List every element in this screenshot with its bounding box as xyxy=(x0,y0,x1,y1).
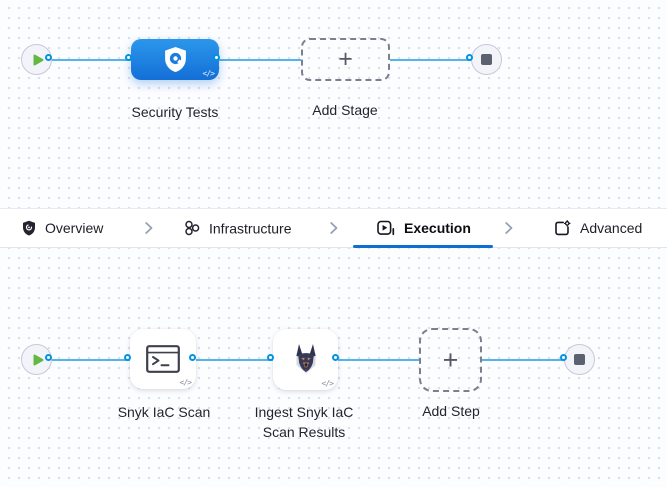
shield-check-icon xyxy=(163,46,188,73)
code-badge-icon: </> xyxy=(179,378,192,387)
add-step-button[interactable]: + xyxy=(419,328,482,392)
connector-point[interactable] xyxy=(332,354,339,361)
tab-overview[interactable]: Overview xyxy=(22,220,103,236)
connector-point[interactable] xyxy=(560,354,567,361)
connector-point[interactable] xyxy=(267,354,274,361)
play-icon xyxy=(33,54,44,66)
add-stage-label: Add Stage xyxy=(312,102,378,118)
stage-label: Security Tests xyxy=(131,104,219,120)
step-card-snyk-iac-scan[interactable]: </> xyxy=(130,329,196,389)
snyk-dog-icon xyxy=(294,343,318,377)
connector-line xyxy=(482,358,566,362)
connector-line xyxy=(390,58,472,62)
plus-icon: + xyxy=(442,344,459,375)
code-badge-icon: </> xyxy=(321,379,334,388)
connector-point[interactable] xyxy=(125,54,132,61)
connector-point[interactable] xyxy=(45,54,52,61)
tab-label: Infrastructure xyxy=(209,220,292,236)
add-step-label: Add Step xyxy=(422,403,480,419)
pipeline-end-node[interactable] xyxy=(471,44,502,75)
connector-point[interactable] xyxy=(124,354,131,361)
step-card-ingest-snyk-results[interactable]: </> xyxy=(273,329,338,390)
file-gear-icon xyxy=(554,220,571,236)
tab-label: Execution xyxy=(404,220,471,236)
tab-label: Advanced xyxy=(580,220,643,236)
stage-config-tabbar: Overview Infrastructure Execution xyxy=(0,208,667,248)
tab-infrastructure[interactable]: Infrastructure xyxy=(184,220,291,237)
plus-icon: + xyxy=(338,45,353,73)
connector-point[interactable] xyxy=(466,54,473,61)
connector-line xyxy=(195,358,273,362)
tab-execution[interactable]: Execution xyxy=(377,220,471,236)
code-badge-icon: </> xyxy=(202,69,215,78)
execution-end-node[interactable] xyxy=(564,344,595,375)
play-box-icon xyxy=(377,220,395,236)
shield-icon xyxy=(22,220,36,236)
step-label: Ingest Snyk IaC Scan Results xyxy=(254,404,354,440)
connector-line xyxy=(51,58,131,62)
stop-icon xyxy=(574,354,585,365)
connector-line xyxy=(51,358,131,362)
step-label: Snyk IaC Scan xyxy=(117,404,211,420)
add-stage-button[interactable]: + xyxy=(301,38,390,81)
play-icon xyxy=(33,354,44,366)
chevron-right-icon xyxy=(505,222,513,235)
terminal-icon xyxy=(146,345,180,373)
tab-label: Overview xyxy=(45,220,104,236)
chevron-right-icon xyxy=(145,222,153,235)
stage-card-security-tests[interactable]: </> xyxy=(131,39,219,80)
connector-point[interactable] xyxy=(45,354,52,361)
connector-line xyxy=(338,358,419,362)
cluster-icon xyxy=(184,220,200,237)
active-tab-underline xyxy=(353,245,493,248)
tab-advanced[interactable]: Advanced xyxy=(554,220,642,236)
stop-icon xyxy=(481,54,492,65)
connector-line xyxy=(219,58,301,62)
connector-point[interactable] xyxy=(189,354,196,361)
chevron-right-icon xyxy=(330,222,338,235)
connector-point[interactable] xyxy=(213,54,220,61)
